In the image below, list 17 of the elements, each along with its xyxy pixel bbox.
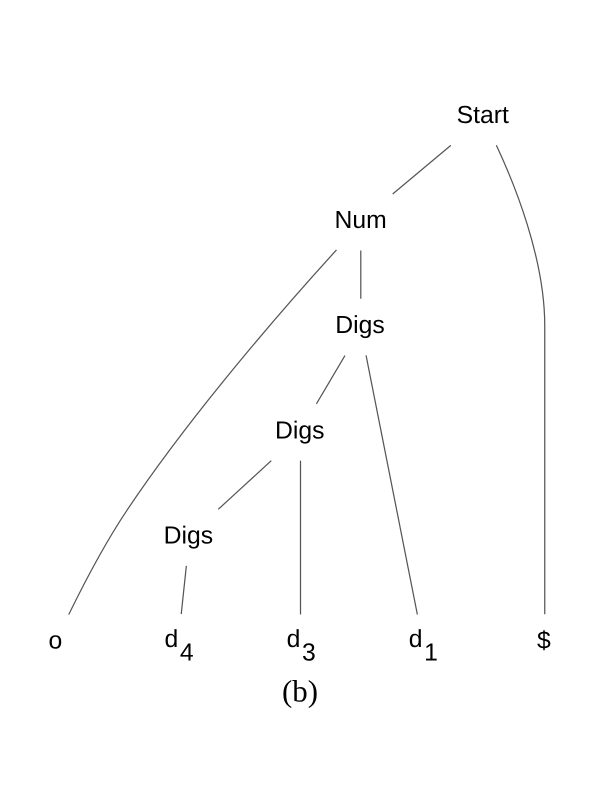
node-text: Digs — [274, 416, 324, 444]
connector — [68, 249, 337, 614]
connector — [496, 144, 546, 614]
node-text: Digs — [164, 522, 214, 549]
connector — [180, 565, 187, 614]
node-text: Start — [456, 101, 509, 128]
connector — [300, 460, 302, 614]
connector — [218, 460, 272, 510]
node-text: Digs — [335, 312, 385, 339]
node-text: $ — [537, 626, 551, 654]
connector — [360, 250, 362, 298]
connector — [392, 144, 452, 194]
caption: (b) — [282, 672, 318, 708]
connector — [365, 354, 418, 614]
node-text: Num — [334, 206, 387, 234]
connector — [316, 354, 346, 404]
node-text: o — [48, 626, 62, 654]
